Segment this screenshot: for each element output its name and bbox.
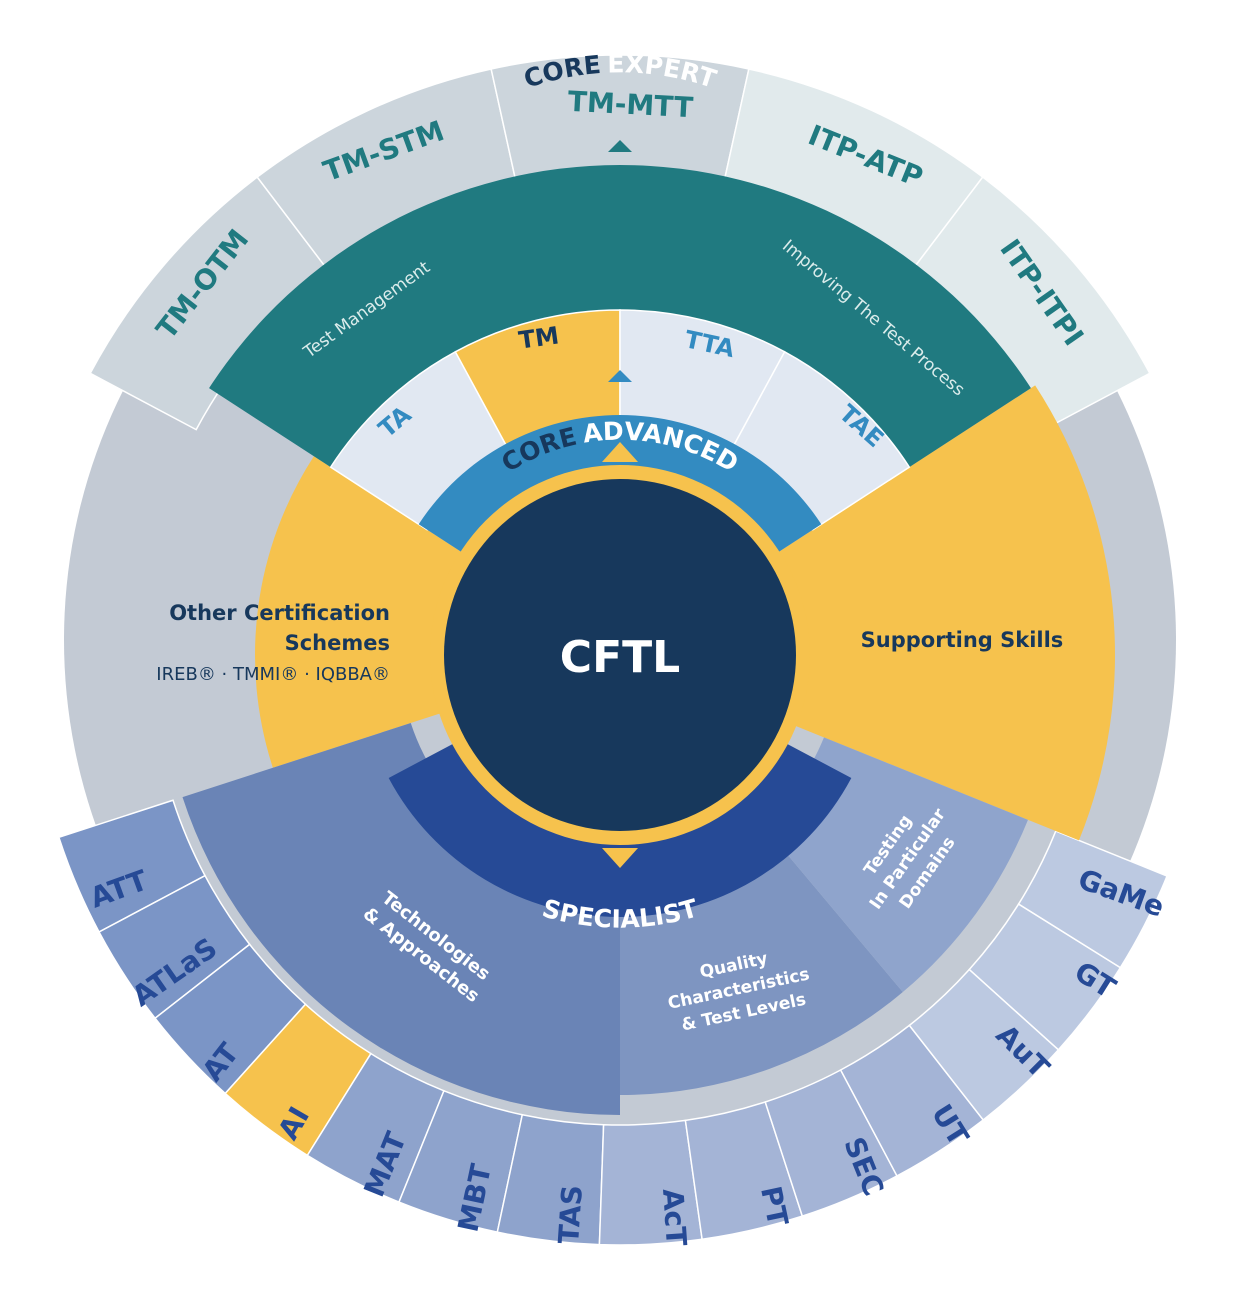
specialist-module-tile bbox=[684, 1101, 804, 1241]
module-label: TM-MTT bbox=[567, 85, 694, 125]
technologies-sector bbox=[182, 722, 620, 1115]
module-label: TAS bbox=[552, 1184, 589, 1245]
specialist-module-tile bbox=[1017, 830, 1169, 969]
specialist-module-ring bbox=[57, 799, 1169, 1246]
specialist-module-tile bbox=[224, 1003, 372, 1157]
specialist-module-tile bbox=[57, 799, 207, 934]
specialist-band bbox=[388, 738, 852, 917]
expert-notch bbox=[608, 140, 632, 152]
supporting-skills-title: Supporting Skills bbox=[861, 628, 1064, 652]
module-label: TM bbox=[517, 321, 561, 354]
module-label: AcT bbox=[656, 1188, 693, 1248]
specialist-module-tile bbox=[306, 1052, 445, 1204]
advanced-notch bbox=[608, 370, 632, 382]
core-advanced-module-ring bbox=[329, 309, 911, 531]
core-expert-module-ring bbox=[89, 54, 1151, 431]
core-expert-band bbox=[209, 164, 1031, 468]
other-schemes-subtitle: IREB® · TMMI® · IQBBA® bbox=[156, 664, 390, 685]
gold-notch-top bbox=[602, 442, 638, 462]
specialist-module-tile bbox=[839, 1024, 985, 1177]
module-label: PT bbox=[754, 1183, 795, 1229]
gold-notch-bottom bbox=[602, 848, 638, 868]
specialist-module-tile bbox=[154, 943, 307, 1095]
other-schemes-title-line1: Other Certification bbox=[169, 601, 390, 625]
center-circle bbox=[444, 479, 796, 831]
core-advanced-band bbox=[418, 414, 822, 559]
specialist-module-tile bbox=[908, 968, 1060, 1121]
specialist-module-tile bbox=[968, 903, 1122, 1051]
center-title: CFTL bbox=[560, 632, 680, 683]
specialist-module-tile bbox=[496, 1113, 605, 1246]
specialist-module-tile bbox=[98, 874, 251, 1020]
specialist-module-tile bbox=[764, 1068, 899, 1218]
other-schemes-title-line2: Schemes bbox=[285, 631, 390, 655]
specialist-module-tile bbox=[598, 1119, 703, 1246]
supporting-skills-sector bbox=[745, 385, 1115, 841]
specialist-module-tile bbox=[398, 1089, 524, 1233]
